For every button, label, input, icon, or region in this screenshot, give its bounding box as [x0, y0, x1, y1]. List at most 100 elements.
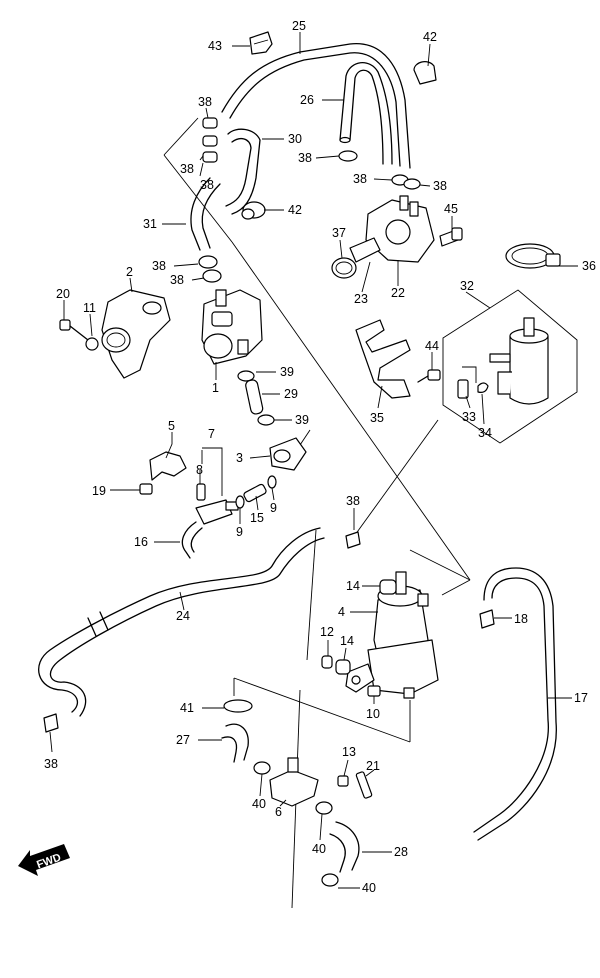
- callout-30: 30: [288, 132, 302, 146]
- callout-2: 2: [126, 265, 133, 279]
- bracket-5: [149, 451, 187, 481]
- callout-14: 14: [340, 634, 354, 648]
- bracket-35: [355, 319, 411, 399]
- callout-36: 36: [582, 259, 596, 273]
- pressure-regulator-22: [349, 195, 435, 263]
- callout-14: 14: [346, 579, 360, 593]
- callout-41: 41: [180, 701, 194, 715]
- clamp-38-cluster: [198, 117, 421, 283]
- callout-5: 5: [168, 419, 175, 433]
- hose-28: [329, 821, 360, 873]
- tee-fitting-7: [195, 499, 239, 525]
- callout-31: 31: [143, 217, 157, 231]
- callout-38: 38: [152, 259, 166, 273]
- callout-7: 7: [208, 427, 215, 441]
- callout-42: 42: [423, 30, 437, 44]
- hose-29: [245, 379, 264, 415]
- hose-25: [221, 43, 411, 169]
- callout-9: 9: [236, 525, 243, 539]
- callout-25: 25: [292, 19, 306, 33]
- clamp-39-upper: [237, 370, 255, 382]
- callout-38: 38: [200, 178, 214, 192]
- o-ring-37: [331, 257, 357, 279]
- callout-39: 39: [295, 413, 309, 427]
- callout-8: 8: [196, 463, 203, 477]
- fitting-8: [196, 483, 206, 501]
- callout-12: 12: [320, 625, 334, 639]
- clip-42-top: [413, 61, 437, 85]
- valve-body-1: [201, 289, 263, 365]
- hose-27: [221, 723, 249, 763]
- callout-38: 38: [346, 494, 360, 508]
- callout-17: 17: [574, 691, 588, 705]
- bracket-2: [101, 289, 171, 379]
- collar-12: [321, 655, 333, 669]
- callout-20: 20: [56, 287, 70, 301]
- callout-42: 42: [288, 203, 302, 217]
- bolt-21: [355, 771, 373, 799]
- filter-clip-34: [477, 382, 489, 393]
- joint-3: [269, 437, 307, 471]
- clip-42-mid: [241, 201, 266, 220]
- clamp-40-c: [321, 873, 339, 887]
- clamp-41: [223, 699, 253, 713]
- callout-21: 21: [366, 759, 380, 773]
- bolt-10: [367, 685, 381, 697]
- callout-4: 4: [338, 605, 345, 619]
- callout-39: 39: [280, 365, 294, 379]
- assembly-outline-lines: [163, 117, 471, 909]
- callout-15: 15: [250, 511, 264, 525]
- callout-45: 45: [444, 202, 458, 216]
- bolt-19: [139, 483, 153, 495]
- o-ring-9-a: [235, 495, 245, 509]
- leader-lines: [49, 32, 578, 889]
- components: [43, 31, 561, 887]
- bolt-44: [417, 369, 441, 383]
- hose-31: [190, 177, 221, 251]
- fuel-filter-box: [442, 289, 578, 444]
- grommet-14-low: [335, 659, 351, 675]
- callout-40: 40: [252, 797, 266, 811]
- callout-16: 16: [134, 535, 148, 549]
- bolt-20: [59, 319, 89, 341]
- callout-40: 40: [312, 842, 326, 856]
- washer-11: [85, 337, 99, 351]
- callout-19: 19: [92, 484, 106, 498]
- hose-16: [181, 521, 203, 559]
- callout-35: 35: [370, 411, 384, 425]
- callout-38: 38: [44, 757, 58, 771]
- callout-37: 37: [332, 226, 346, 240]
- callout-40: 40: [362, 881, 376, 895]
- hoses: [38, 43, 557, 873]
- callout-38: 38: [198, 95, 212, 109]
- hose-26: [339, 62, 393, 165]
- bolt-45: [439, 227, 463, 247]
- callout-10: 10: [366, 707, 380, 721]
- callout-38: 38: [433, 179, 447, 193]
- clamp-18: [479, 609, 495, 629]
- callout-44: 44: [425, 339, 439, 353]
- callout-22: 22: [391, 286, 405, 300]
- callout-labels: 43 25 42 38 26 30 38 38 38 38 38 31 42 4…: [44, 19, 596, 895]
- hose-24: [38, 527, 325, 717]
- callout-26: 26: [300, 93, 314, 107]
- pipe-15: [243, 483, 267, 503]
- callout-13: 13: [342, 745, 356, 759]
- clamp-40-b: [315, 801, 333, 815]
- callout-29: 29: [284, 387, 298, 401]
- callout-11: 11: [83, 301, 96, 315]
- clamp-36: [505, 243, 561, 269]
- callout-1: 1: [212, 381, 219, 395]
- callout-33: 33: [462, 410, 476, 424]
- callout-24: 24: [176, 609, 190, 623]
- callout-6: 6: [275, 805, 282, 819]
- inline-fitting-6: [269, 757, 319, 807]
- callout-23: 23: [354, 292, 368, 306]
- fuel-filter-32: [489, 317, 549, 405]
- callout-34: 34: [478, 426, 492, 440]
- clamp-39-lower: [257, 414, 275, 426]
- callout-18: 18: [514, 612, 528, 626]
- callout-9: 9: [270, 501, 277, 515]
- callout-27: 27: [176, 733, 190, 747]
